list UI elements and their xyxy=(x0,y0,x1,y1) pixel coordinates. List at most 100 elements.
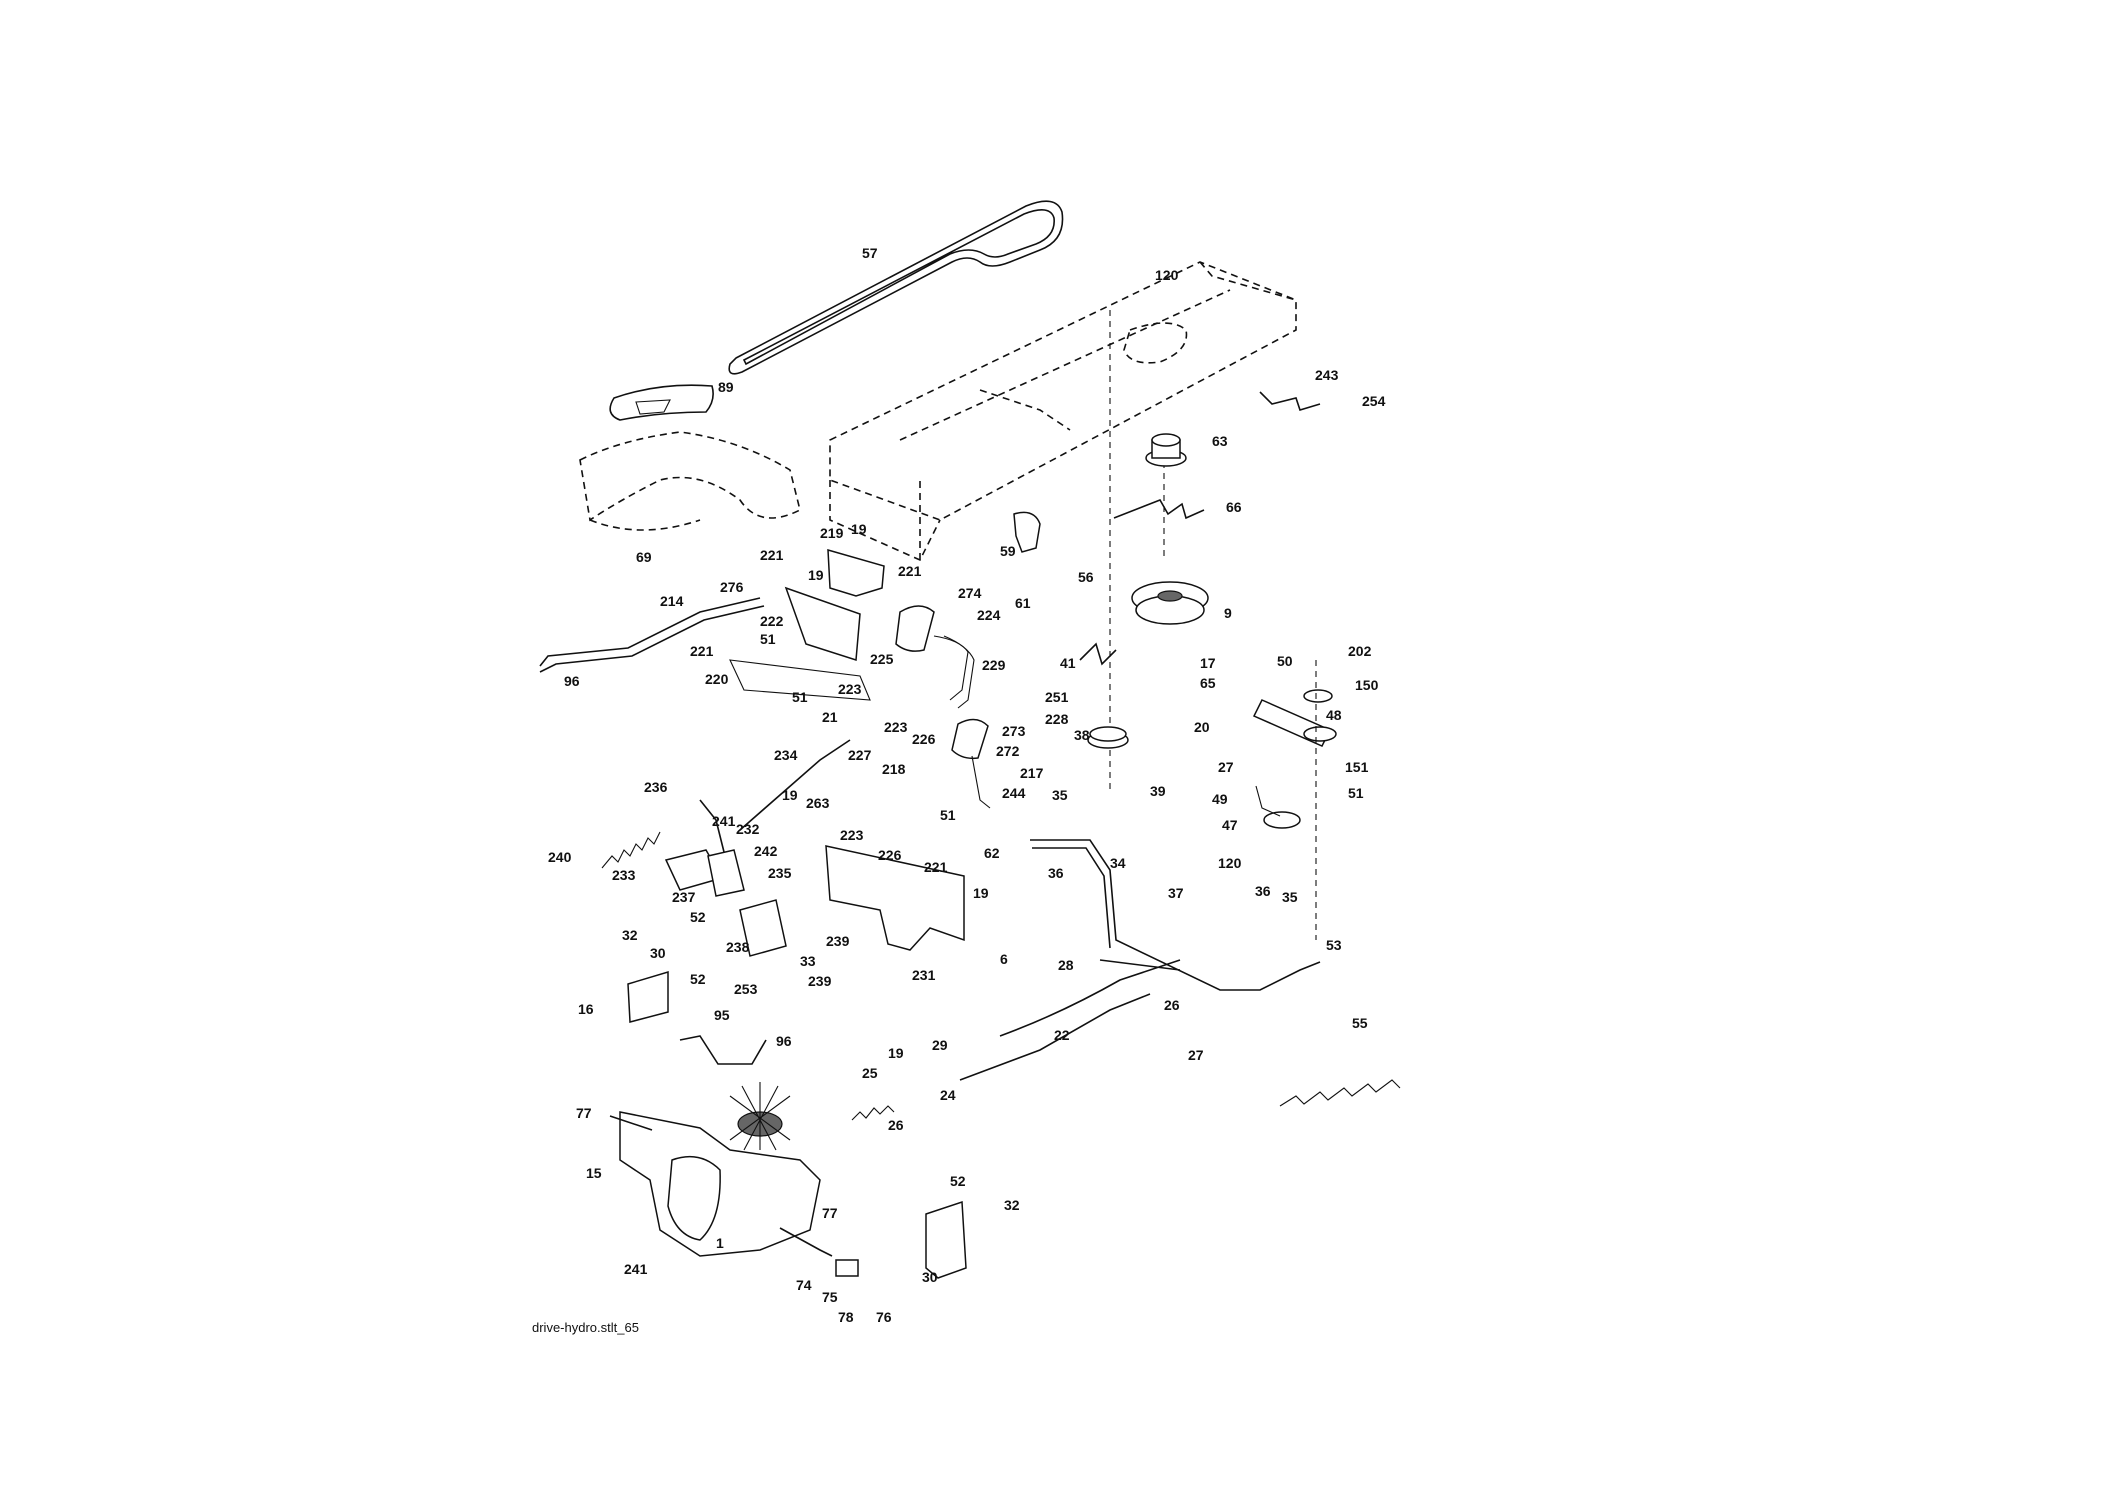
mounting-bracket-upper xyxy=(627,970,669,1023)
part-label-226: 226 xyxy=(878,847,902,863)
part-label-78: 78 xyxy=(838,1309,854,1325)
part-label-238: 238 xyxy=(726,939,750,955)
part-label-47: 47 xyxy=(1222,817,1238,833)
part-label-219: 219 xyxy=(820,525,844,541)
part-label-35: 35 xyxy=(1282,889,1298,905)
part-label-150: 150 xyxy=(1355,677,1379,693)
part-label-34: 34 xyxy=(1110,855,1126,871)
part-label-52: 52 xyxy=(690,971,706,987)
part-label-53: 53 xyxy=(1326,937,1342,953)
handle-rods xyxy=(1013,391,1321,666)
part-label-239: 239 xyxy=(826,933,850,949)
part-label-50: 50 xyxy=(1277,653,1293,669)
part-label-15: 15 xyxy=(586,1165,602,1181)
part-label-96: 96 xyxy=(564,673,580,689)
control-lever-bracket xyxy=(664,799,745,897)
part-label-231: 231 xyxy=(912,967,936,983)
part-label-27: 27 xyxy=(1218,759,1234,775)
part-label-273: 273 xyxy=(1002,723,1026,739)
drive-belt xyxy=(728,200,1064,375)
part-label-28: 28 xyxy=(1058,957,1074,973)
part-label-25: 25 xyxy=(862,1065,878,1081)
part-label-76: 76 xyxy=(876,1309,892,1325)
part-label-26: 26 xyxy=(888,1117,904,1133)
engine-pulley-63 xyxy=(1145,433,1187,467)
part-label-61: 61 xyxy=(1015,595,1031,611)
part-label-274: 274 xyxy=(958,585,982,601)
part-label-19: 19 xyxy=(888,1045,904,1061)
part-label-16: 16 xyxy=(578,1001,594,1017)
part-label-120: 120 xyxy=(1218,855,1242,871)
part-label-228: 228 xyxy=(1045,711,1069,727)
part-label-19: 19 xyxy=(851,521,867,537)
part-label-272: 272 xyxy=(996,743,1020,759)
part-label-242: 242 xyxy=(754,843,778,859)
pulley-38 xyxy=(1087,726,1129,749)
linkage-rods xyxy=(539,597,1321,1081)
part-label-239: 239 xyxy=(808,973,832,989)
part-label-69: 69 xyxy=(636,549,652,565)
part-label-237: 237 xyxy=(672,889,696,905)
part-label-218: 218 xyxy=(882,761,906,777)
part-label-75: 75 xyxy=(822,1289,838,1305)
idler-arm xyxy=(1252,660,1337,940)
part-label-49: 49 xyxy=(1212,791,1228,807)
part-label-51: 51 xyxy=(1348,785,1364,801)
part-label-233: 233 xyxy=(612,867,636,883)
part-label-36: 36 xyxy=(1255,883,1271,899)
part-label-51: 51 xyxy=(940,807,956,823)
part-label-253: 253 xyxy=(734,981,758,997)
part-label-19: 19 xyxy=(973,885,989,901)
mounting-bracket-lower xyxy=(925,1200,967,1279)
part-label-95: 95 xyxy=(714,1007,730,1023)
part-label-1: 1 xyxy=(716,1235,724,1251)
part-label-35: 35 xyxy=(1052,787,1068,803)
part-label-32: 32 xyxy=(622,927,638,943)
brake-pedal xyxy=(895,605,975,709)
part-label-39: 39 xyxy=(1150,783,1166,799)
part-label-30: 30 xyxy=(922,1269,938,1285)
springs xyxy=(601,831,1401,1121)
part-label-77: 77 xyxy=(822,1205,838,1221)
part-label-234: 234 xyxy=(774,747,798,763)
part-label-241: 241 xyxy=(624,1261,648,1277)
part-label-55: 55 xyxy=(1352,1015,1368,1031)
part-label-276: 276 xyxy=(720,579,744,595)
part-label-151: 151 xyxy=(1345,759,1369,775)
part-label-240: 240 xyxy=(548,849,572,865)
part-label-63: 63 xyxy=(1212,433,1228,449)
part-label-33: 33 xyxy=(800,953,816,969)
part-label-66: 66 xyxy=(1226,499,1242,515)
part-label-26: 26 xyxy=(1164,997,1180,1013)
part-label-223: 223 xyxy=(840,827,864,843)
part-label-227: 227 xyxy=(848,747,872,763)
part-label-244: 244 xyxy=(1002,785,1026,801)
part-label-36: 36 xyxy=(1048,865,1064,881)
part-label-225: 225 xyxy=(870,651,894,667)
part-label-251: 251 xyxy=(1045,689,1069,705)
fender-outline xyxy=(579,384,801,531)
part-label-27: 27 xyxy=(1188,1047,1204,1063)
part-label-32: 32 xyxy=(1004,1197,1020,1213)
part-label-236: 236 xyxy=(644,779,668,795)
part-label-221: 221 xyxy=(760,547,784,563)
electric-clutch xyxy=(1109,310,1209,790)
part-label-6: 6 xyxy=(1000,951,1008,967)
part-label-30: 30 xyxy=(650,945,666,961)
part-label-24: 24 xyxy=(940,1087,956,1103)
part-label-223: 223 xyxy=(884,719,908,735)
part-label-29: 29 xyxy=(932,1037,948,1053)
part-label-51: 51 xyxy=(760,631,776,647)
part-label-38: 38 xyxy=(1074,727,1090,743)
diagram-caption: drive-hydro.stlt_65 xyxy=(532,1320,639,1335)
part-label-19: 19 xyxy=(808,567,824,583)
part-label-214: 214 xyxy=(660,593,684,609)
part-label-223: 223 xyxy=(838,681,862,697)
part-label-235: 235 xyxy=(768,865,792,881)
brake-bracket xyxy=(729,548,885,701)
transaxle-bracket xyxy=(739,845,965,957)
part-label-202: 202 xyxy=(1348,643,1372,659)
part-label-254: 254 xyxy=(1362,393,1386,409)
